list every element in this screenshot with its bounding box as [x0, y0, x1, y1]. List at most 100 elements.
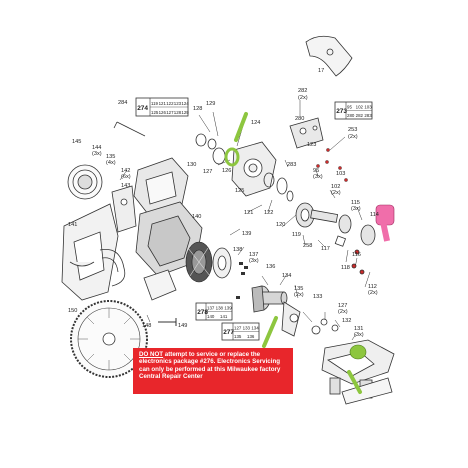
part-label-p139: 139	[242, 231, 251, 237]
kit-part-k273-0-1: 102	[356, 105, 364, 110]
part-end-bell	[212, 247, 232, 279]
kit-box-274	[135, 97, 189, 117]
part-label-p282: 282	[298, 88, 307, 94]
part-spacer-plate	[143, 269, 177, 301]
kit-box-278	[195, 302, 233, 321]
part-number-labels: 17284128129124282(2x)280123253(2x)130145…	[68, 68, 379, 338]
part-spindle-assembly	[251, 285, 288, 313]
kit-part-k274-1-1: 126	[159, 110, 167, 115]
kit-part-k273-1-2: 283	[364, 113, 372, 118]
part-label-p284: 284	[118, 100, 127, 106]
part-switch-bracket	[111, 185, 137, 233]
part-label-p145: 145	[72, 139, 81, 145]
kit-part-k273-0-0: 95	[347, 105, 352, 110]
kit-box-273	[334, 101, 373, 120]
part-label-p117: 117	[321, 246, 330, 252]
part-label-p103: 103	[336, 171, 345, 177]
part-label-p144: 144	[92, 145, 101, 151]
part-label-p150: 150	[68, 308, 77, 314]
warning-emphasis: DO NOT	[139, 351, 164, 358]
part-label-p118: 118	[341, 265, 350, 271]
kit-part-k274-1-0: 125	[151, 110, 159, 115]
part-screws-253	[316, 148, 348, 182]
part-label-p116: 116	[352, 252, 361, 258]
part-label-p142q: (6x)	[121, 174, 131, 180]
warning-text: attempt to service or replace the electr…	[139, 351, 281, 380]
part-label-p138: 138	[233, 247, 242, 253]
part-label-p140: 140	[192, 214, 201, 220]
part-motor-stator	[135, 201, 203, 277]
kit-part-k274-0-4: 124	[181, 101, 189, 106]
part-label-p114: 114	[370, 212, 379, 218]
part-label-p135b: 135	[294, 286, 303, 292]
kit-part-k274-0-3: 123	[174, 101, 182, 106]
kit-part-k278-0-2: 139	[224, 306, 232, 311]
part-label-p258: 258	[303, 243, 312, 249]
part-label-p282q: (2x)	[298, 95, 308, 101]
part-lever-134	[281, 301, 301, 337]
part-label-p131: 131	[354, 326, 363, 332]
part-label-p135: 135	[106, 154, 115, 160]
kit-part-k277-1-0: 135	[234, 334, 242, 339]
part-label-p102q: (2x)	[331, 190, 341, 196]
part-motor-armature	[185, 241, 213, 283]
part-screw-148	[158, 318, 177, 326]
kit-number-k277: 277	[223, 329, 234, 336]
part-label-p126: 126	[222, 168, 231, 174]
part-label-p142: 142	[121, 168, 130, 174]
part-label-p133: 133	[313, 294, 322, 300]
highlight-green-knob	[347, 344, 367, 394]
kit-part-k273-1-1: 282	[356, 113, 364, 118]
service-warning-box: DO NOT attempt to service or replace the…	[133, 348, 293, 394]
part-nut-116	[334, 235, 365, 275]
part-label-p135bq: (2x)	[294, 292, 304, 298]
kit-part-k277-1-1: 136	[247, 334, 255, 339]
kit-part-k273-1-0: 280	[347, 113, 355, 118]
part-spindle-gear	[295, 202, 376, 255]
part-label-p120: 120	[276, 222, 285, 228]
part-switch-cover	[67, 164, 103, 200]
part-label-p125: 125	[235, 188, 244, 194]
part-label-p253q: (2x)	[348, 134, 358, 140]
kit-number-k278: 278	[197, 309, 208, 316]
part-label-p149: 149	[178, 323, 187, 329]
part-label-p124: 124	[251, 120, 260, 126]
part-label-p115q: (3x)	[351, 206, 361, 212]
part-washer-set	[311, 318, 339, 335]
kit-number-k274: 274	[137, 105, 148, 112]
part-brushes	[236, 262, 248, 299]
part-label-p131q: (3x)	[354, 332, 364, 338]
part-label-p135q: (4x)	[106, 160, 116, 166]
part-label-p127: 127	[203, 169, 212, 175]
part-label-p127b: 127	[338, 303, 347, 309]
kit-part-k278-0-0: 137	[207, 306, 215, 311]
part-label-p123: 123	[307, 142, 316, 148]
part-label-p17: 17	[318, 68, 324, 74]
kit-part-k277-0-0: 127	[234, 326, 242, 331]
part-field-housing	[133, 157, 189, 215]
part-guard-bracket	[305, 35, 353, 77]
highlight-green-pin-center	[262, 316, 278, 348]
kit-part-k273-0-2: 103	[364, 105, 372, 110]
part-label-p283: 283	[287, 162, 296, 168]
part-label-p119: 119	[292, 232, 301, 238]
part-label-p141: 141	[68, 222, 77, 228]
part-label-p112q: (2x)	[368, 290, 378, 296]
kit-part-k274-0-0: 119	[151, 101, 159, 106]
part-label-p280: 280	[295, 116, 304, 122]
highlight-pink-collar	[375, 204, 395, 242]
part-label-p253: 253	[348, 127, 357, 133]
part-gear-housing	[231, 141, 277, 197]
kit-part-k274-1-2: 127	[166, 110, 174, 115]
part-label-p95: 95	[313, 168, 319, 174]
part-label-p137: 137	[249, 252, 258, 258]
part-label-p128: 128	[193, 106, 202, 112]
part-label-p115: 115	[351, 200, 360, 206]
part-spindle-lock-plate	[289, 117, 324, 149]
kit-part-k278-1-1: 141	[220, 314, 228, 319]
part-label-p130: 130	[187, 162, 196, 168]
part-label-p134: 134	[282, 273, 291, 279]
kit-part-k278-0-1: 138	[216, 306, 224, 311]
kit-part-k277-0-2: 134	[251, 326, 259, 331]
